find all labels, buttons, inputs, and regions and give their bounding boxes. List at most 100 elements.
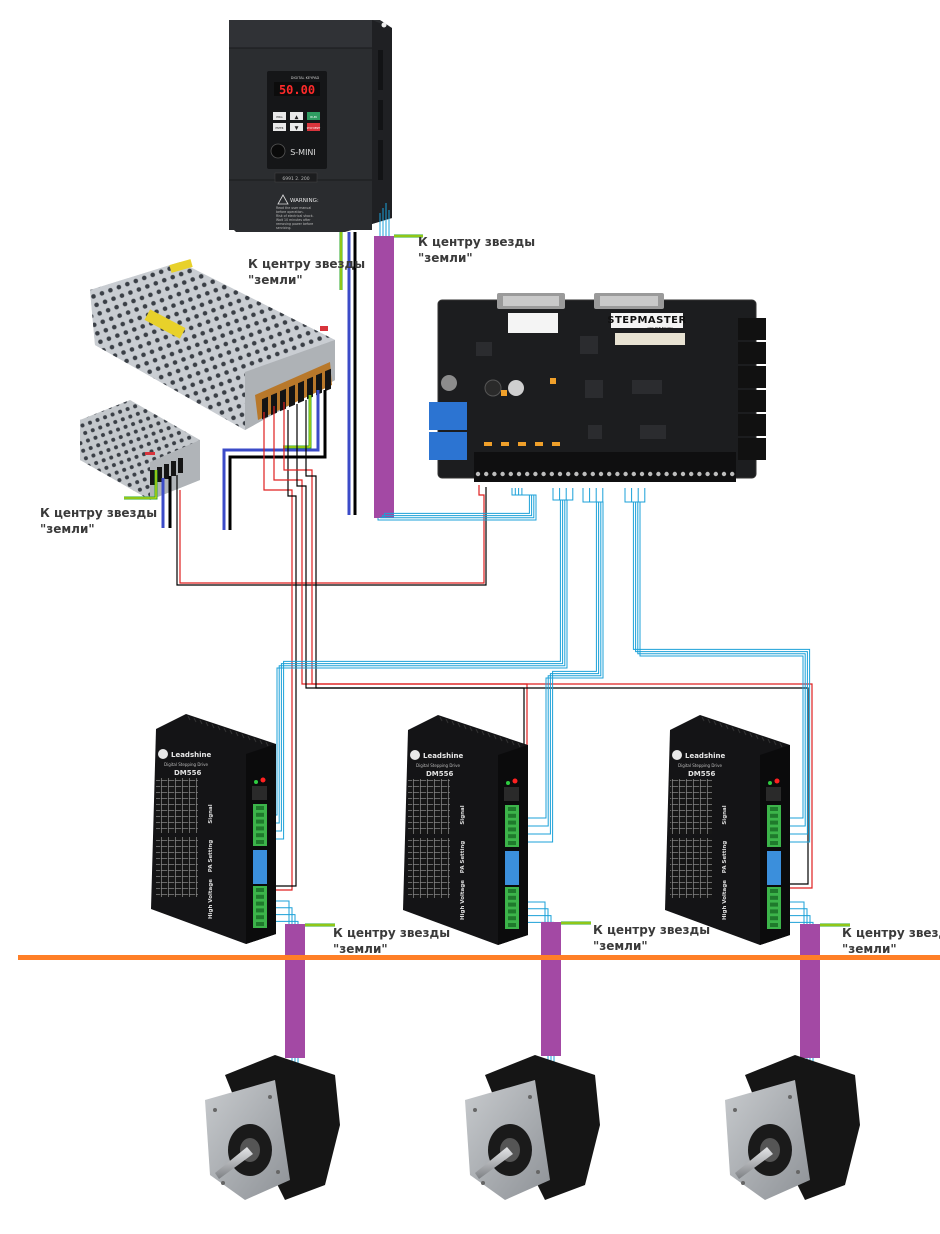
driver3-signal-wire: [631, 488, 806, 827]
driver3-vdc-wire: [283, 402, 813, 889]
heatsink-rib: [499, 736, 503, 742]
signal-pin: [508, 834, 516, 839]
signal-pin: [256, 806, 264, 810]
power-pin: [508, 923, 516, 927]
vfd-model-plate: 6991 2. 200: [282, 176, 309, 182]
power-pin: [770, 909, 778, 914]
motor-shaft: [215, 1147, 253, 1179]
mounting-hole: [213, 1108, 217, 1112]
terminal-screw: [566, 471, 571, 477]
stepper-motor-1: [205, 1055, 340, 1200]
svg-text:Wait 10 minutes after: Wait 10 minutes after: [276, 218, 311, 222]
terminal-screw: [508, 471, 513, 477]
shielded-motor-cable: [285, 924, 305, 1058]
shielded-motor-cable: [800, 924, 820, 1058]
heatsink-rib: [737, 728, 741, 734]
vfd-key-down[interactable]: [290, 123, 303, 131]
vfd-key-up[interactable]: [290, 112, 303, 120]
heatsink-rib: [505, 738, 509, 744]
vfd-key-prg[interactable]: [273, 112, 286, 120]
svg-text:PRG: PRG: [276, 115, 283, 119]
vfd-speed-knob[interactable]: [270, 143, 286, 159]
vfd-key-run[interactable]: [307, 112, 320, 120]
heatsink-rib: [259, 739, 263, 745]
power-pin: [256, 894, 264, 899]
driver-subtitle: Digital Stepping Drive: [678, 763, 723, 768]
driver2-signal-wire: [508, 488, 604, 819]
driver2-signal-wire: [508, 488, 604, 843]
power-pin: [256, 922, 264, 926]
vfd-keypad: DIGITAL KEYPAD 50.00 PRG ▲ RUN ENTER ▼ S…: [267, 71, 327, 169]
mounting-hole: [528, 1095, 532, 1099]
terminal-screw: [492, 471, 497, 477]
vfd-signal-wire: [384, 488, 530, 518]
mounting-hole: [221, 1181, 225, 1185]
heatsink-rib: [451, 720, 455, 726]
terminal-screw: [639, 471, 645, 477]
driver-section-label: Signal: [460, 805, 466, 824]
heatsink-rib: [199, 719, 203, 725]
signal-connector: [253, 804, 267, 846]
terminal-screw: [541, 471, 546, 477]
signal-pin: [508, 813, 516, 818]
driver-table-microstep: [156, 837, 198, 897]
terminal-screw: [623, 471, 628, 477]
heatsink-rib: [779, 742, 783, 748]
terminal-screw: [590, 471, 595, 477]
psu-large-neutral-wire: [222, 390, 320, 530]
heatsink-rib: [223, 727, 227, 733]
mounting-hole: [481, 1181, 485, 1185]
driver-brand: Leadshine: [685, 752, 725, 760]
terminal-screw: [516, 471, 522, 477]
psu-large-terminals: [262, 368, 331, 420]
ground-label-driver-1: К центру звезды "земли": [333, 926, 451, 956]
shielded-cable-vfd: [374, 236, 394, 518]
mounting-hole: [473, 1108, 477, 1112]
terminal-screw: [598, 471, 604, 477]
heatsink-rib: [487, 732, 491, 738]
svg-text:▼: ▼: [295, 126, 299, 132]
psu-small: [80, 400, 200, 500]
vfd-key-enter[interactable]: [273, 123, 286, 131]
leadshine-logo-icon: [410, 750, 420, 760]
heatsink-rib: [719, 722, 723, 728]
heatsink-rib: [463, 724, 467, 730]
mounting-hole: [536, 1170, 540, 1174]
pwr-led: [254, 780, 258, 784]
terminal-screw: [475, 471, 481, 477]
terminal-screw: [533, 471, 538, 477]
power-pin: [770, 923, 778, 927]
driver-subtitle: Digital Stepping Drive: [416, 763, 461, 768]
heatsink-rib: [517, 742, 521, 748]
signal-connector: [505, 805, 519, 847]
psu-small-ground-wire-stripe: [124, 470, 157, 499]
terminal-screw: [689, 471, 694, 477]
dip-switch: [767, 851, 781, 885]
stepper-motor-2: [465, 1055, 600, 1200]
rs232-port: [504, 787, 519, 801]
vfd-brand: S-MINI: [290, 148, 316, 157]
signal-pin: [770, 841, 778, 845]
driver1-signal-wire: [266, 488, 568, 816]
heatsink-rib: [743, 730, 747, 736]
driver-model: DM556: [174, 769, 202, 777]
db25-connectors: [497, 293, 664, 309]
driver1-signal-wire: [266, 488, 566, 824]
power-connector: [767, 887, 781, 929]
heatsink-rib: [511, 740, 515, 746]
signal-pin: [770, 827, 778, 832]
ground-label-driver-2: К центру звезды "земли": [593, 923, 711, 953]
rs232-port: [252, 786, 267, 800]
driver-brand: Leadshine: [423, 752, 463, 760]
heatsink-rib: [229, 729, 233, 735]
power-pin: [508, 909, 516, 914]
vfd-key-stop[interactable]: [307, 123, 320, 131]
vfd-display-value: 50.00: [279, 83, 315, 97]
heatsink-rib: [725, 724, 729, 730]
signal-pin: [256, 819, 264, 824]
driver-section-label: PA Setting: [208, 840, 214, 872]
controller-power-pos-wire: [179, 485, 485, 584]
heatsink-rib: [187, 715, 191, 721]
power-pin: [256, 908, 264, 913]
